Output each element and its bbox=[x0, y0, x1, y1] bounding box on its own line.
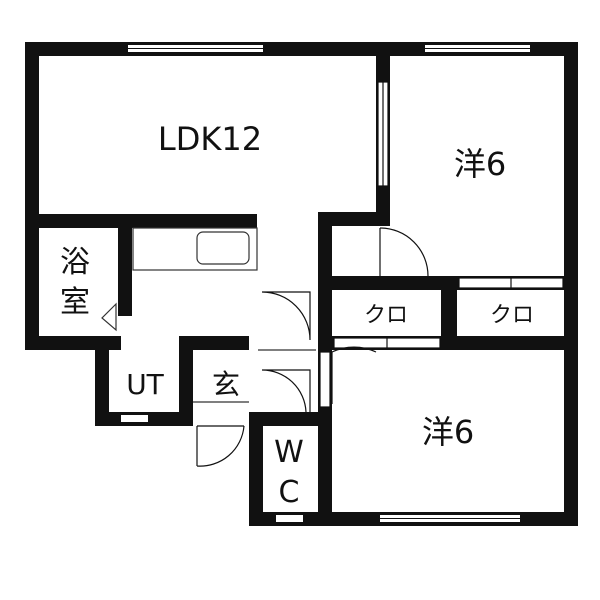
sliding-door-bedroom-south bbox=[319, 351, 331, 408]
room-label-closet-left: クロ bbox=[364, 303, 408, 328]
wall-bath-east bbox=[118, 216, 132, 316]
room-label-bath-line1: 浴 bbox=[60, 245, 90, 280]
room-label-bath-line2: 室 bbox=[60, 285, 90, 320]
room-label-closet-right: クロ bbox=[490, 303, 534, 328]
window-ldk-bath bbox=[122, 320, 128, 336]
door-ldk-hall bbox=[261, 291, 311, 341]
door-bedroom-north bbox=[379, 227, 429, 277]
window-wc-south bbox=[276, 515, 303, 522]
swing-doors bbox=[196, 227, 429, 467]
wall-ldk-south bbox=[25, 214, 257, 228]
kitchen-sink bbox=[196, 231, 250, 265]
room-label-wc-line2: C bbox=[279, 475, 300, 510]
room-label-western-north: 洋6 bbox=[454, 145, 506, 183]
room-label-western-south: 洋6 bbox=[422, 413, 474, 451]
door-entrance bbox=[196, 425, 245, 467]
wall-wc-north bbox=[249, 412, 332, 426]
wall-ldk-east-lower bbox=[318, 212, 390, 226]
room-label-entrance: 玄 bbox=[212, 368, 240, 401]
wall-ut-east bbox=[179, 336, 193, 426]
door-bedroom-south bbox=[331, 346, 377, 404]
room-label-ldk: LDK12 bbox=[158, 120, 262, 158]
wall-ut-west bbox=[95, 336, 109, 426]
bath-arrow-icon bbox=[101, 302, 117, 332]
wall-entrance-south bbox=[249, 412, 263, 526]
door-wc bbox=[261, 369, 311, 413]
sliding-doors bbox=[319, 81, 564, 408]
room-label-wc-line1: W bbox=[274, 435, 304, 470]
wall-entrance-north bbox=[193, 336, 249, 350]
windows bbox=[121, 45, 530, 522]
wall-west bbox=[25, 42, 39, 350]
window-ut-south bbox=[121, 415, 148, 422]
kitchen-counter bbox=[132, 227, 258, 271]
wall-closet-divider bbox=[441, 276, 457, 342]
room-label-ut: UT bbox=[126, 368, 164, 401]
fixtures bbox=[101, 227, 316, 403]
